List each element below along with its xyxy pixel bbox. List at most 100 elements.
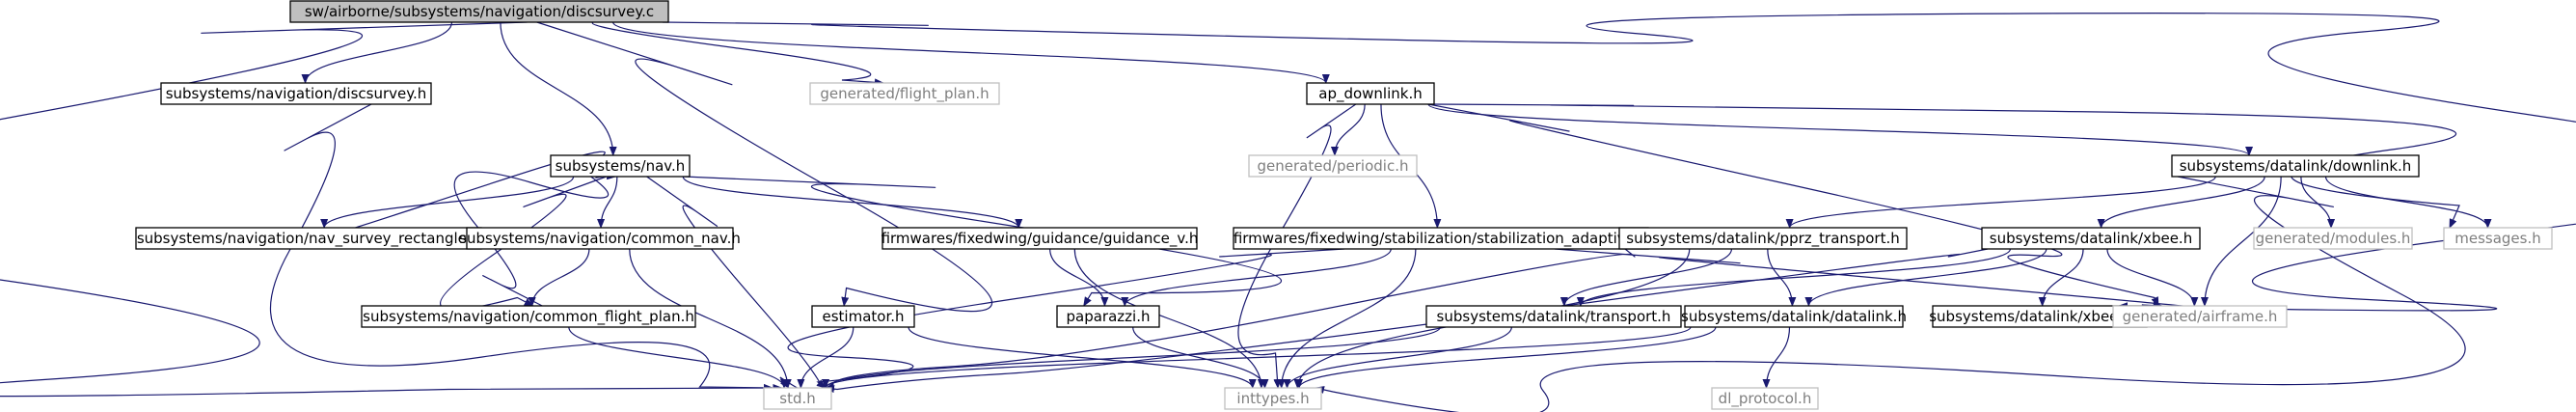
edge-line — [683, 176, 1283, 307]
node-discsurvey-h[interactable]: subsystems/navigation/discsurvey.h — [160, 82, 432, 105]
node-label: subsystems/navigation/nav_survey_rectang… — [137, 230, 480, 248]
node-inttypes-h: inttypes.h — [1224, 387, 1322, 410]
edge-line — [646, 176, 826, 399]
node-messages-h: messages.h — [2443, 227, 2553, 250]
edge-line — [2324, 176, 2492, 229]
node-label: sw/airborne/subsystems/navigation/discsu… — [305, 3, 654, 20]
node-label: subsystems/datalink/downlink.h — [2180, 157, 2412, 175]
edge-stab_adaptive_h-to-std_h — [787, 248, 1344, 389]
edge-xbee_h-to-datalink_h — [1804, 248, 2047, 307]
node-label: subsystems/nav.h — [556, 157, 686, 175]
edge-stab_adaptive_h-to-paparazzi_h — [1121, 248, 1392, 307]
edge-xbee_h-to-xbee24_h — [2038, 248, 2084, 307]
node-box — [361, 305, 696, 328]
node-label: subsystems/datalink/xbee.h — [1990, 230, 2192, 247]
edge-line — [1330, 103, 1366, 156]
nodes-layer: sw/airborne/subsystems/navigation/discsu… — [135, 0, 2553, 410]
edge-line — [1315, 176, 2466, 412]
node-common-fp-h[interactable]: subsystems/navigation/common_flight_plan… — [361, 305, 696, 328]
node-guidance-v-h[interactable]: firmwares/fixedwing/guidance/guidance_v.… — [881, 227, 1199, 250]
edge-line — [1121, 248, 1392, 307]
node-nav-h[interactable]: subsystems/nav.h — [550, 154, 691, 178]
node-box — [2253, 227, 2413, 250]
edge-line — [1762, 326, 1791, 389]
edge-discsurvey_c-to-std_h — [0, 21, 783, 398]
node-ap-downlink-h[interactable]: ap_downlink.h — [1306, 82, 1435, 105]
node-label: ap_downlink.h — [1318, 85, 1423, 103]
node-airframe-h: generated/airframe.h — [2112, 305, 2288, 328]
edge-stab_adaptive_h-to-airframe_h — [1555, 248, 2240, 313]
edge-line — [320, 176, 575, 229]
edge-nav_h-to-std_h — [646, 176, 826, 399]
edge-line — [1132, 326, 1269, 389]
node-label: generated/periodic.h — [1257, 157, 1408, 175]
edge-line — [2038, 248, 2084, 307]
edge-transport_h-to-std_h — [822, 326, 1441, 389]
node-periodic-h: generated/periodic.h — [1248, 154, 1418, 178]
edge-stab_adaptive_h-to-inttypes_h — [1277, 248, 1417, 389]
edge-line — [825, 248, 1636, 391]
node-label: generated/flight_plan.h — [820, 85, 989, 103]
node-label: subsystems/navigation/common_flight_plan… — [363, 308, 694, 326]
edge-ap_downlink_h-to-airframe_h — [1427, 103, 2159, 307]
node-xbee24-h[interactable]: subsystems/datalink/xbee24.h — [1929, 305, 2151, 328]
node-downlink-h[interactable]: subsystems/datalink/downlink.h — [2171, 154, 2420, 178]
edge-line — [1559, 248, 1733, 307]
edge-downlink_h-to-messages_h — [2324, 176, 2492, 229]
node-label: subsystems/datalink/pprz_transport.h — [1626, 230, 1899, 248]
node-paparazzi-h[interactable]: paparazzi.h — [1056, 305, 1160, 328]
edge-line — [629, 248, 792, 389]
edge-pprz_transport_h-to-transport_h — [1559, 248, 1733, 307]
edge-pprz_transport_h-to-std_h — [825, 248, 1636, 391]
edge-line — [1283, 326, 1512, 389]
edge-line — [301, 21, 453, 84]
edge-line — [500, 21, 617, 156]
node-label: firmwares/fixedwing/stabilization/stabil… — [1234, 230, 1648, 248]
edge-line — [682, 176, 1023, 229]
edge-line — [787, 248, 1344, 389]
node-discsurvey-c[interactable]: sw/airborne/subsystems/navigation/discsu… — [289, 0, 669, 23]
node-estimator-h[interactable]: estimator.h — [811, 305, 915, 328]
node-box — [1711, 387, 1819, 410]
node-common-nav-h[interactable]: subsystems/navigation/common_nav.h — [459, 227, 741, 250]
edge-line — [1295, 326, 1717, 389]
edge-discsurvey_h-to-std_h — [270, 103, 773, 392]
edge-line — [1785, 176, 2216, 229]
edge-line — [908, 326, 1257, 389]
edge-line — [270, 103, 773, 392]
edge-downlink_h-to-pprz_transport_h — [1785, 176, 2216, 229]
edge-common_fp_h-to-std_h — [568, 326, 788, 389]
edge-line — [453, 171, 617, 307]
node-std-h: std.h — [763, 387, 832, 410]
node-box — [1425, 305, 1682, 328]
edge-discsurvey_c-to-flight_plan_h — [543, 19, 884, 87]
node-box — [1684, 305, 1904, 328]
edge-line — [1576, 248, 2012, 307]
node-xbee-h[interactable]: subsystems/datalink/xbee.h — [1981, 227, 2201, 250]
edge-downlink_h-to-xbee_h — [2097, 176, 2265, 229]
edge-ap_downlink_h-to-periodic_h — [1330, 103, 1366, 156]
edge-line — [1277, 248, 1417, 389]
edge-line — [662, 13, 2576, 312]
edge-line — [2200, 176, 2282, 307]
edge-estimator_h-to-std_h — [797, 326, 854, 389]
edge-line — [1049, 248, 1109, 307]
edges-layer — [0, 13, 2576, 412]
node-box — [1618, 227, 1908, 250]
node-datalink-h[interactable]: subsystems/datalink/datalink.h — [1681, 305, 1907, 328]
node-label: dl_protocol.h — [1719, 390, 1812, 408]
node-nav-survey-rect-h[interactable]: subsystems/navigation/nav_survey_rectang… — [135, 227, 482, 250]
edge-datalink_h-to-dl_protocol_h — [1762, 326, 1791, 389]
node-label: messages.h — [2454, 230, 2541, 247]
node-label: paparazzi.h — [1067, 308, 1151, 325]
node-pprz-transport-h[interactable]: subsystems/datalink/pprz_transport.h — [1618, 227, 1908, 250]
edge-line — [822, 326, 1441, 389]
node-box — [1981, 227, 2201, 250]
node-stab-adaptive-h[interactable]: firmwares/fixedwing/stabilization/stabil… — [1233, 227, 1649, 250]
node-box — [2171, 154, 2420, 178]
edge-downlink_h-to-airframe_h — [2200, 176, 2282, 307]
edge-xbee_h-to-airframe_h — [2106, 248, 2199, 307]
node-label: estimator.h — [822, 308, 904, 325]
node-transport-h[interactable]: subsystems/datalink/transport.h — [1425, 305, 1682, 328]
edge-estimator_h-to-inttypes_h — [908, 326, 1257, 389]
